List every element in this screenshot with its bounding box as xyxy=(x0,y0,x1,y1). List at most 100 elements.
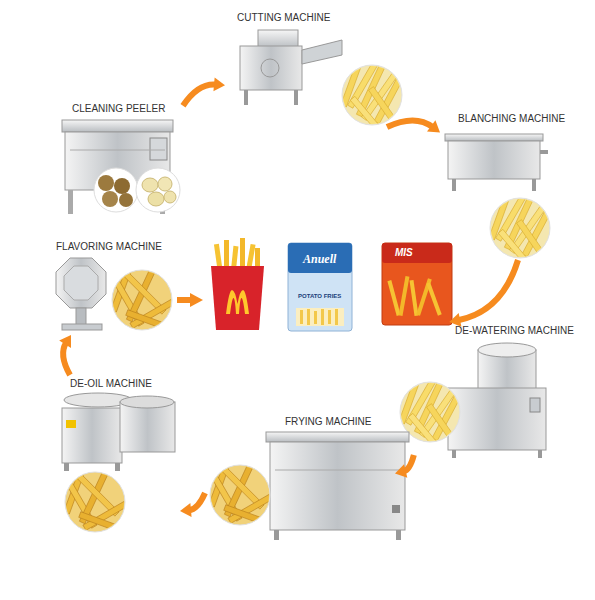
potatoes-picture-part xyxy=(136,168,180,212)
potatoes-picture-part xyxy=(94,168,138,212)
blanching-machine xyxy=(445,134,548,191)
de-oil-machine-part xyxy=(115,463,120,471)
flow-arrow xyxy=(59,335,71,375)
flavoring-machine-part xyxy=(56,258,106,308)
de-watering-machine-part xyxy=(452,450,456,458)
orange-bag xyxy=(382,243,452,325)
machine-node: FRYING MACHINE xyxy=(205,415,395,545)
fried-fries-picture xyxy=(209,458,275,526)
potatoes-picture-part xyxy=(148,192,164,206)
flow-arrow xyxy=(180,493,205,517)
machine-node: BLANCHING MACHINE xyxy=(440,110,570,260)
arrow-head xyxy=(213,77,225,91)
frying-machine-part xyxy=(396,530,401,540)
orange-bag-part xyxy=(426,282,441,315)
cutting-machine-part xyxy=(258,30,298,48)
blue-bag xyxy=(288,243,352,331)
de-oil-machine-part xyxy=(66,420,76,428)
cutting-machine-part xyxy=(240,46,302,90)
blanching-machine-part xyxy=(540,150,548,154)
blue-bag-part xyxy=(321,309,324,325)
arrow-head xyxy=(395,464,407,478)
potatoes-picture-part xyxy=(142,178,158,192)
flavoring-machine-part xyxy=(62,324,102,330)
de-watering-machine-part xyxy=(538,450,542,458)
arrow-line xyxy=(189,493,205,510)
blue-bag-part xyxy=(307,309,310,325)
package-text: MIS xyxy=(395,247,413,259)
frying-machine-part xyxy=(274,530,279,540)
machine-label: DE-OIL MACHINE xyxy=(70,378,152,390)
blue-bag-part xyxy=(288,243,352,273)
blanched-fries-picture xyxy=(489,191,551,267)
potatoes-picture xyxy=(94,168,180,212)
orange-bag-part xyxy=(382,243,452,325)
deoiled-fries-picture xyxy=(64,465,130,533)
flavoring-machine-part xyxy=(64,266,98,300)
flow-arrow xyxy=(449,260,518,327)
blanching-machine-part xyxy=(452,179,456,191)
cutting-machine-part xyxy=(244,90,248,105)
orange-bag-part xyxy=(387,280,400,316)
package-text: POTATO FRIES xyxy=(298,292,341,300)
machine-label: FRYING MACHINE xyxy=(285,416,372,428)
flow-arrow xyxy=(387,120,440,132)
orange-bag-part xyxy=(410,280,419,316)
arrow-head xyxy=(180,503,192,517)
blanching-machine-part xyxy=(532,179,536,191)
flavoring-machine xyxy=(56,258,106,330)
blue-bag-part xyxy=(300,310,303,324)
arrow-line xyxy=(63,343,70,375)
peeler-machine xyxy=(62,120,173,214)
de-oil-machine-part xyxy=(64,463,69,471)
arrow-line xyxy=(404,455,414,471)
cutting-machine xyxy=(240,30,342,105)
blue-bag-part xyxy=(328,310,331,324)
arrow-head xyxy=(427,120,440,132)
cutting-machine-part xyxy=(302,40,342,64)
orange-bag-part xyxy=(399,276,410,316)
peeler-machine-part xyxy=(68,190,73,214)
package-text: Anuell xyxy=(303,252,336,266)
flow-arrow xyxy=(183,77,225,105)
frying-machine-part xyxy=(275,470,400,471)
de-watering-machine-part xyxy=(530,398,540,412)
arrow-line xyxy=(183,84,216,105)
flavoring-machine-part xyxy=(76,308,86,326)
blue-bag-part xyxy=(314,311,317,324)
arrow-head xyxy=(59,335,71,348)
machine-label: FLAVORING MACHINE xyxy=(56,241,162,253)
de-watering-machine-part xyxy=(478,343,536,357)
de-watering-machine xyxy=(448,343,546,458)
fries-box-part xyxy=(211,266,264,330)
blue-bag-part xyxy=(288,243,352,331)
product-arrow xyxy=(177,293,203,307)
blanching-machine-part xyxy=(445,134,543,141)
potatoes-picture-part xyxy=(119,193,133,207)
machine-node: FLAVORING MACHINE xyxy=(45,238,175,335)
potatoes-picture-part xyxy=(114,178,130,194)
fries-box xyxy=(211,238,264,330)
machine-node: CLEANING PEELER xyxy=(55,100,183,215)
machine-label: CUTTING MACHINE xyxy=(237,12,330,24)
frying-machine-part xyxy=(392,505,400,513)
cutting-machine-part xyxy=(261,59,279,77)
peeler-machine-part xyxy=(62,120,173,132)
machine-label: DE-WATERING MACHINE xyxy=(455,325,574,337)
machine-node: CUTTING MACHINE xyxy=(225,8,405,127)
frying-machine xyxy=(266,432,409,540)
arrow-head xyxy=(449,313,461,327)
frying-machine-part xyxy=(266,432,409,442)
machine-label: CLEANING PEELER xyxy=(72,103,165,115)
flavored-fries-picture xyxy=(111,263,177,331)
de-oil-machine xyxy=(62,393,175,471)
machine-node: DE-OIL MACHINE xyxy=(55,375,180,535)
product-arrow-part xyxy=(177,297,192,303)
peeler-machine-part xyxy=(150,138,167,160)
potatoes-picture-part xyxy=(98,175,114,191)
machine-label: BLANCHING MACHINE xyxy=(458,113,565,125)
de-watering-machine-part xyxy=(448,388,546,450)
arrow-line xyxy=(387,120,433,127)
blue-bag-part xyxy=(296,308,344,326)
